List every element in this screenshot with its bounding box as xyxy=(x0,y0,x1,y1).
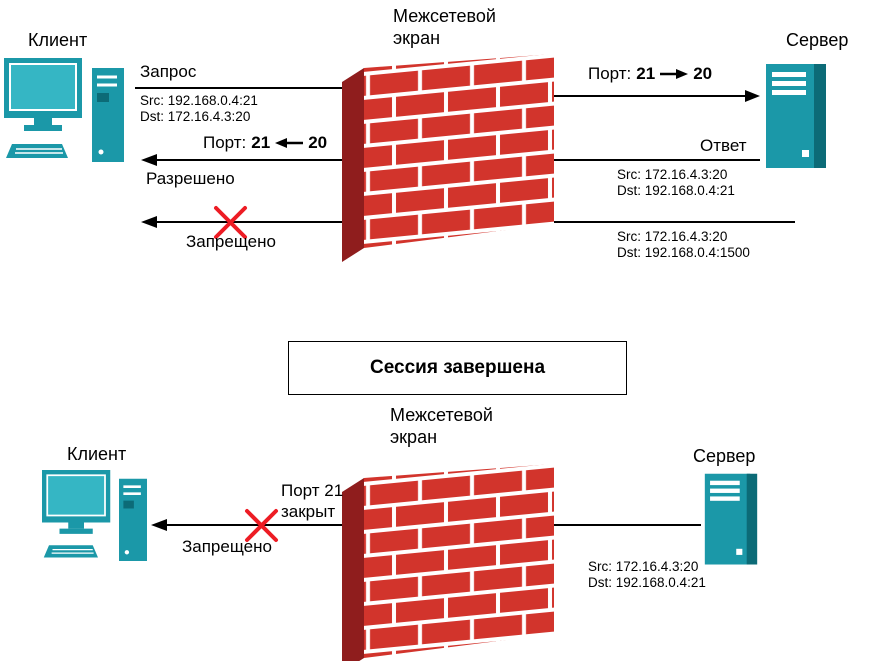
firewall-icon-bottom xyxy=(342,462,554,661)
port-in-prefix: Порт: xyxy=(203,133,247,152)
server-icon-top xyxy=(764,62,828,172)
request-addresses: Src: 192.168.0.4:21 Dst: 172.16.4.3:20 xyxy=(140,93,258,125)
port-out-to: 20 xyxy=(693,64,713,83)
firewall-label-bottom-line2: экран xyxy=(390,427,438,447)
request-dst: Dst: 172.16.4.3:20 xyxy=(140,109,251,124)
blocked-addresses-bottom: Src: 172.16.4.3:20 Dst: 192.168.0.4:21 xyxy=(588,559,706,591)
server-label-bottom: Сервер xyxy=(693,446,756,466)
response-addresses: Src: 172.16.4.3:20 Dst: 192.168.0.4:21 xyxy=(617,167,735,199)
session-ended-banner: Сессия завершена xyxy=(288,341,627,395)
firewall-label-top-line2: экран xyxy=(393,28,441,48)
firewall-label-bottom-line1: Межсетевой xyxy=(390,405,493,425)
blocked-cross-icon-top xyxy=(214,206,247,239)
allowed-label: Разрешено xyxy=(146,169,235,188)
request-label: Запрос xyxy=(140,62,197,81)
port-closed-label: Порт 21 закрыт xyxy=(281,480,343,522)
blocked-addresses-top: Src: 172.16.4.3:20 Dst: 192.168.0.4:1500 xyxy=(617,229,750,261)
left-arrow-icon xyxy=(275,138,304,148)
port-closed-line1: Порт 21 xyxy=(281,481,344,500)
response-arrow-left xyxy=(141,154,366,166)
denied-label-top: Запрещено xyxy=(186,232,276,251)
blocked-cross-icon-bottom xyxy=(245,509,278,542)
port-closed-line2: закрыт xyxy=(281,502,336,521)
firewall-label-bottom: Межсетевой экран xyxy=(390,404,493,448)
denied-label-bottom: Запрещено xyxy=(182,537,272,556)
port-translation-label-incoming: Порт: 21 20 xyxy=(203,133,327,153)
server-label-top: Сервер xyxy=(786,30,849,50)
port-translated-arrow xyxy=(548,90,760,102)
port-translation-label-outgoing: Порт: 21 20 xyxy=(588,64,712,84)
port-out-from: 21 xyxy=(636,64,656,83)
firewall-label-top: Межсетевой экран xyxy=(393,5,496,49)
port-in-to: 20 xyxy=(308,133,328,152)
firewall-icon-top xyxy=(342,52,554,264)
blocked-top-src: Src: 172.16.4.3:20 xyxy=(617,229,728,244)
response-src: Src: 172.16.4.3:20 xyxy=(617,167,728,182)
server-icon-bottom xyxy=(703,472,759,568)
port-out-prefix: Порт: xyxy=(588,64,632,83)
firewall-label-top-line1: Межсетевой xyxy=(393,6,496,26)
blocked-bottom-dst: Dst: 192.168.0.4:21 xyxy=(588,575,706,590)
response-dst: Dst: 192.168.0.4:21 xyxy=(617,183,735,198)
session-ended-label: Сессия завершена xyxy=(369,357,546,378)
blocked-bottom-src: Src: 172.16.4.3:20 xyxy=(588,559,699,574)
right-arrow-icon xyxy=(660,69,689,79)
client-label-bottom: Клиент xyxy=(67,444,127,464)
client-computer-icon-bottom xyxy=(42,470,154,568)
client-label-top: Клиент xyxy=(28,30,88,50)
client-computer-icon-top xyxy=(4,58,132,170)
response-label: Ответ xyxy=(700,136,747,155)
request-src: Src: 192.168.0.4:21 xyxy=(140,93,258,108)
blocked-top-dst: Dst: 192.168.0.4:1500 xyxy=(617,245,750,260)
port-in-from: 21 xyxy=(251,133,271,152)
